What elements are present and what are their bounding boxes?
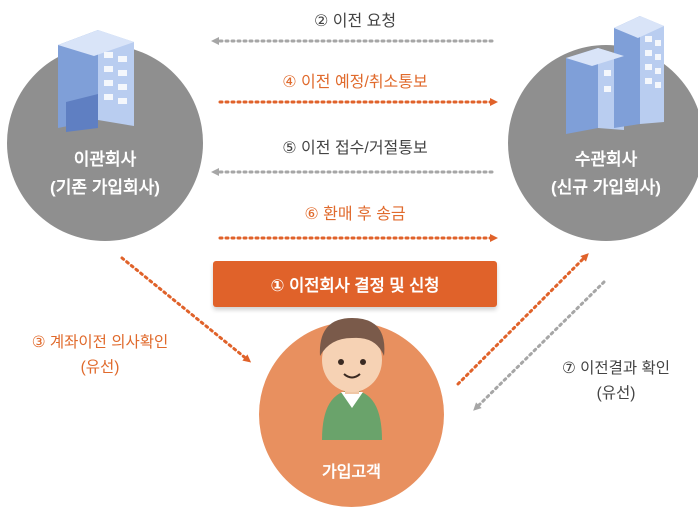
customer-label: 가입고객 <box>322 464 381 481</box>
office-building-icon <box>566 16 664 134</box>
office-building-icon <box>58 30 134 132</box>
transferor-subtitle: (기존 가입회사) <box>50 178 160 197</box>
step6-label: ⑥ 환매 후 송금 <box>304 206 406 223</box>
transferor-name: 이관회사 <box>73 150 137 169</box>
step7-sublabel: (유선) <box>596 385 636 402</box>
transferee-name: 수관회사 <box>574 150 638 169</box>
arrow-step7 <box>473 280 606 411</box>
step2-label: ② 이전 요청 <box>313 13 397 30</box>
step7-label: ⑦ 이전결과 확인 <box>561 360 671 377</box>
arrow-step3 <box>120 256 252 363</box>
step3-sublabel: (유선) <box>80 359 120 376</box>
arrow-step1 <box>456 253 589 386</box>
transferee-subtitle: (신규 가입회사) <box>551 178 661 197</box>
step3-note: ③ 계좌이전 의사확인 (유선) <box>0 330 200 380</box>
select-company-button[interactable]: ① 이전회사 결정 및 신청 <box>213 261 497 307</box>
step5-label: ⑤ 이전 접수/거절통보 <box>282 140 428 157</box>
transferee-label: 수관회사 (신규 가입회사) <box>508 146 698 202</box>
person-avatar-icon <box>319 318 385 440</box>
step7-note: ⑦ 이전결과 확인 (유선) <box>536 356 696 406</box>
step3-label: ③ 계좌이전 의사확인 <box>31 334 169 351</box>
transferor-label: 이관회사 (기존 가입회사) <box>7 146 203 202</box>
step4-label: ④ 이전 예정/취소통보 <box>282 74 428 91</box>
